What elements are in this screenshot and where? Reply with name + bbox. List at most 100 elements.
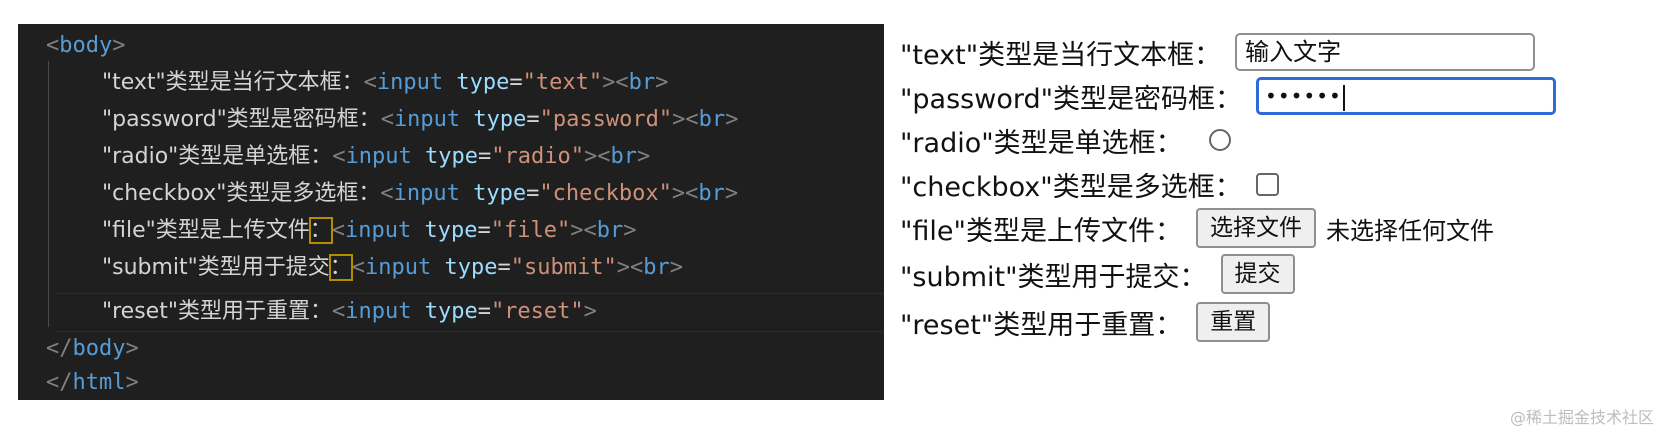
code-editor[interactable]: <body> "text"类型是当行文本框：<input type="text"… [18, 24, 884, 400]
equals: = [477, 218, 491, 243]
tag-name: input [376, 70, 444, 95]
attr-value: "text" [522, 70, 603, 95]
checkbox-label: "checkbox"类型是多选框： [900, 171, 1242, 203]
submit-button[interactable]: 提交 [1220, 254, 1295, 294]
password-input-label: "password"类型是密码框： [900, 83, 1243, 115]
equals: = [497, 255, 511, 280]
bracket: > [637, 144, 651, 169]
bracket: > [623, 218, 637, 243]
tag-name: br [643, 255, 670, 280]
code-text: "file"类型是上传文件 [102, 218, 310, 243]
code-line-checkbox[interactable]: "checkbox"类型是多选框：<input type="checkbox">… [102, 175, 738, 212]
checkbox[interactable] [1255, 172, 1279, 196]
code-text: "radio"类型是单选框： [102, 144, 333, 169]
bracket: < [46, 33, 60, 58]
code-line-reset[interactable]: "reset"类型用于重置：<input type="reset"> [102, 293, 597, 330]
attr-value: "radio" [491, 144, 584, 169]
tag-name: input [393, 107, 461, 132]
attr-value: "file" [490, 218, 571, 243]
bracket: < [597, 144, 611, 169]
bracket: > [672, 107, 686, 132]
attr-value: "submit" [510, 255, 617, 280]
code-text: "text"类型是当行文本框： [102, 70, 364, 95]
equals: = [478, 144, 492, 169]
bracket: > [669, 255, 683, 280]
attr-name: type [456, 70, 510, 95]
code-text: "submit"类型用于提交 [102, 255, 330, 280]
bracket: </ [46, 370, 73, 395]
attr-name: type [425, 144, 479, 169]
bracket: > [671, 181, 686, 206]
bracket: > [125, 370, 139, 395]
tag-name: html [72, 370, 126, 395]
highlighted-colon: ： [328, 254, 353, 281]
code-line-file[interactable]: "file"类型是上传文件：<input type="file"><br> [102, 212, 636, 249]
bracket: > [125, 336, 139, 361]
bracket: > [570, 218, 584, 243]
equals: = [477, 299, 491, 324]
submit-label: "submit"类型用于提交： [900, 261, 1207, 293]
tag-name: input [365, 255, 432, 280]
bracket: > [616, 255, 630, 280]
watermark: @稀土掘金技术社区 [1509, 408, 1654, 427]
bracket: < [363, 70, 377, 95]
password-dots: •••••• [1265, 84, 1342, 108]
text-input[interactable]: 输入文字 [1235, 33, 1536, 71]
text-input-label: "text"类型是当行文本框： [900, 39, 1222, 71]
code-line-submit[interactable]: "submit"类型用于提交：<input type="submit"><br> [102, 249, 683, 286]
rendered-form-preview: "text"类型是当行文本框： 输入文字 "password"类型是密码框： •… [900, 24, 1660, 394]
bracket: > [584, 144, 598, 169]
tag-name: br [628, 70, 656, 95]
attr-name: type [473, 181, 527, 206]
bracket: </ [46, 336, 73, 361]
tag-name: body [59, 33, 113, 58]
highlighted-colon: ： [308, 217, 333, 244]
row-submit: "submit"类型用于提交： 提交 [900, 252, 1295, 296]
bracket: < [351, 255, 366, 280]
tag-name: body [72, 336, 126, 361]
code-line-html-close[interactable]: </html> [46, 364, 139, 400]
text-caret [1342, 84, 1345, 111]
file-input-label: "file"类型是上传文件： [900, 215, 1182, 247]
tag-name: br [610, 144, 638, 169]
attr-name: type [444, 255, 498, 280]
row-file: "file"类型是上传文件： 选择文件 未选择任何文件 [900, 206, 1494, 250]
bracket: < [380, 107, 394, 132]
tag-name: input [345, 144, 412, 169]
radio-label: "radio"类型是单选框： [900, 127, 1183, 159]
radio-button[interactable] [1208, 129, 1231, 151]
tag-name: br [698, 181, 725, 206]
indent-guide [48, 61, 49, 327]
bracket: > [655, 70, 669, 95]
bracket: > [725, 107, 739, 132]
row-reset: "reset"类型用于重置： 重置 [900, 300, 1271, 344]
attr-name: type [473, 107, 527, 132]
code-text: "checkbox"类型是多选框： [102, 181, 381, 206]
tag-name: br [596, 218, 624, 243]
row-radio: "radio"类型是单选框： [900, 118, 1231, 162]
tag-name: br [698, 107, 726, 132]
password-input[interactable]: •••••• [1256, 77, 1557, 115]
bracket: < [685, 181, 699, 206]
equals: = [509, 70, 523, 95]
attr-name: type [424, 299, 478, 324]
attr-value: "password" [539, 107, 673, 132]
choose-file-button[interactable]: 选择文件 [1195, 208, 1316, 248]
current-line-highlight [56, 293, 884, 332]
code-line-body-close[interactable]: </body> [46, 330, 139, 367]
code-line-text[interactable]: "text"类型是当行文本框：<input type="text"><br> [102, 64, 668, 101]
code-line-body-open[interactable]: <body> [46, 27, 125, 64]
code-line-radio[interactable]: "radio"类型是单选框：<input type="radio"><br> [102, 138, 650, 175]
code-line-password[interactable]: "password"类型是密码框：<input type="password">… [102, 101, 738, 138]
row-checkbox: "checkbox"类型是多选框： [900, 162, 1279, 206]
row-password: "password"类型是密码框： •••••• [900, 74, 1557, 118]
attr-value: "checkbox" [539, 181, 672, 206]
bracket: < [615, 70, 629, 95]
reset-button[interactable]: 重置 [1196, 302, 1271, 342]
bracket: < [331, 218, 346, 243]
row-text: "text"类型是当行文本框： 输入文字 [900, 30, 1536, 74]
code-text: "reset"类型用于重置： [102, 299, 332, 324]
bracket: > [602, 70, 616, 95]
bracket: < [629, 255, 644, 280]
equals: = [526, 107, 540, 132]
